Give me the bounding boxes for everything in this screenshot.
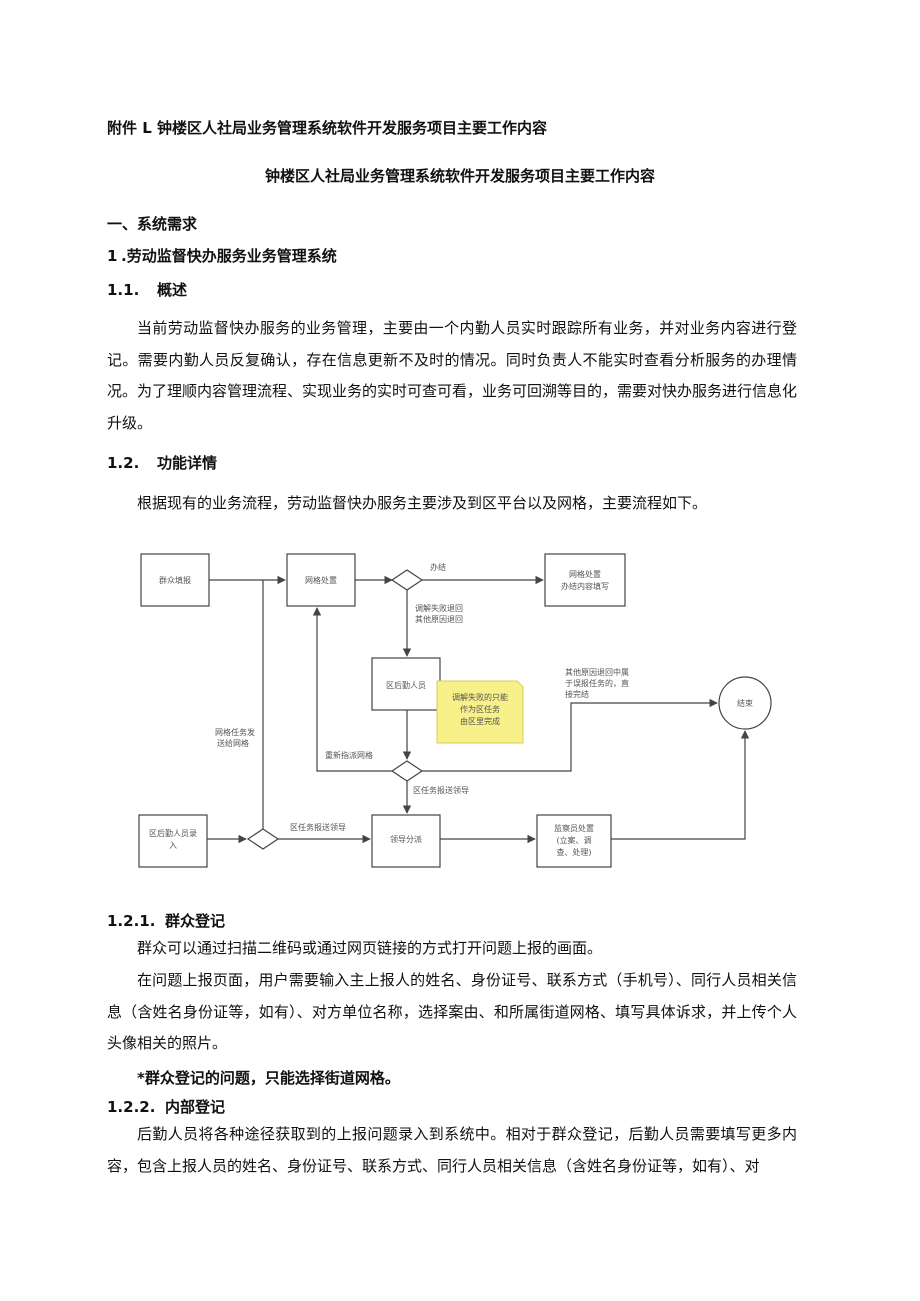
box-district-staff: [371, 657, 441, 711]
subsection-number: 1: [107, 247, 118, 265]
heading-text: 群众登记: [165, 912, 226, 930]
label-inspector-1: 监察员处置: [554, 823, 594, 833]
document-title: 钟楼区人社局业务管理系统软件开发服务项目主要工作内容: [264, 167, 655, 185]
label-grid-done-2: 办结内容填写: [561, 581, 609, 591]
heading-public-registration: 1.2.1. 群众登记: [107, 910, 225, 931]
function-intro: 根据现有的业务流程，劳动监督快办服务主要涉及到区平台以及网格，主要流程如下。: [137, 494, 708, 512]
label-mediation-fail: 调解失败退回: [415, 603, 463, 613]
box-inspector: [536, 814, 612, 868]
note-line-3: 由区里完成: [460, 716, 500, 726]
decision-diamond-top: [390, 569, 424, 591]
subsection-text: .劳动监督快办服务业务管理系统: [121, 247, 337, 265]
heading-number: 1.2.1.: [107, 912, 156, 930]
heading-internal-registration: 1.2.2. 内部登记: [107, 1096, 225, 1117]
decision-diamond-bottom: [246, 828, 280, 850]
label-inspector-2: (立案、调: [556, 835, 591, 845]
overview-paragraph: 当前劳动监督快办服务的业务管理，主要由一个内勤人员实时跟踪所有业务，并对业务内容…: [107, 319, 798, 432]
box-leader-assign: [371, 814, 441, 868]
heading-number: 1.2.2.: [107, 1098, 156, 1116]
label-staff-entry-1: 区后勤人员录: [149, 828, 197, 838]
box-grid-handle: [286, 553, 356, 607]
sticky-note: [436, 680, 524, 744]
label-other-2: 于误报任务的，直: [565, 678, 629, 688]
label-other-1: 其他原因退回中属: [565, 667, 629, 677]
label-staff-entry-2: 入: [169, 841, 177, 850]
label-grid-task-1: 网格任务发: [215, 727, 255, 737]
label-district-staff: 区后勤人员: [386, 680, 426, 690]
subsection-heading: 1.劳动监督快办服务业务管理系统: [107, 245, 337, 266]
decision-diamond-mid: [390, 760, 424, 782]
label-report-leader-2: 区任务报送领导: [290, 822, 346, 832]
label-report-leader-1: 区任务报送领导: [413, 785, 469, 795]
heading-text: 内部登记: [165, 1098, 226, 1116]
label-reassign-grid: 重新指派网格: [325, 750, 373, 760]
label-inspector-3: 查、处理): [556, 847, 591, 857]
label-grid-done-1: 网格处置: [569, 569, 601, 579]
public-paragraph-2: 在问题上报页面，用户需要输入主上报人的姓名、身份证号、联系方式（手机号）、同行人…: [107, 971, 797, 1052]
box-staff-entry: [138, 814, 208, 868]
public-paragraph-1: 群众可以通过扫描二维码或通过网页链接的方式打开问题上报的画面。: [137, 939, 603, 957]
note-line-1: 调解失败的只能: [452, 692, 508, 702]
heading-number: 1.1.: [107, 281, 140, 299]
label-leader-assign: 领导分派: [390, 834, 422, 844]
label-public-report: 群众填报: [159, 575, 191, 585]
heading-function-details: 1.2. 功能详情: [107, 452, 217, 473]
label-grid-task-2: 送给网格: [217, 738, 249, 748]
attachment-title: 附件 L 钟楼区人社局业务管理系统软件开发服务项目主要工作内容: [107, 119, 548, 137]
label-grid-handle: 网格处置: [305, 575, 337, 585]
internal-paragraph: 后勤人员将各种途径获取到的上报问题录入到系统中。相对于群众登记，后勤人员需要填写…: [107, 1125, 797, 1175]
process-flow-diagram: 群众填报 网格处置 办结 网格处置 办结内容填写 调解失败退回 其他原因退回 区…: [138, 553, 772, 868]
heading-text: 功能详情: [157, 454, 218, 472]
box-grid-done: [544, 553, 626, 607]
heading-overview: 1.1. 概述: [107, 279, 187, 300]
label-done: 办结: [430, 562, 446, 572]
label-end: 结束: [737, 698, 753, 708]
box-public-report: [140, 553, 210, 607]
public-note: *群众登记的问题，只能选择街道网格。: [137, 1069, 400, 1087]
label-other-3: 接完结: [565, 689, 589, 699]
heading-number: 1.2.: [107, 454, 140, 472]
note-line-2: 作为区任务: [460, 704, 500, 714]
section-heading: 一、系统需求: [107, 215, 198, 233]
end-circle: [718, 676, 772, 730]
label-other-return: 其他原因退回: [415, 614, 463, 624]
heading-text: 概述: [157, 281, 188, 299]
